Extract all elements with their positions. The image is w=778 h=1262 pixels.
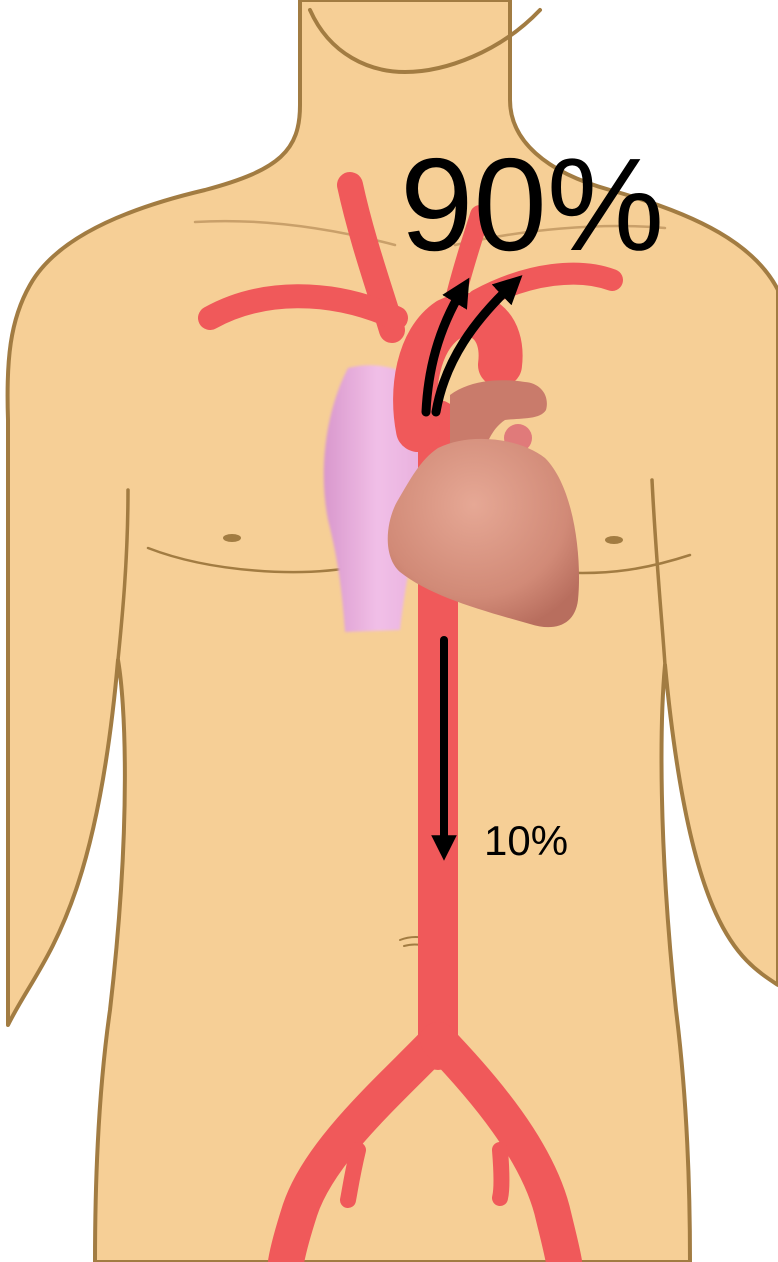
iliac-branch-right [500, 1150, 502, 1198]
upper-flow-label: 90% [400, 131, 664, 278]
nipple-right [605, 536, 623, 544]
iliac-branch-left [348, 1150, 358, 1200]
lower-flow-label: 10% [484, 817, 568, 864]
nipple-left [223, 534, 241, 542]
